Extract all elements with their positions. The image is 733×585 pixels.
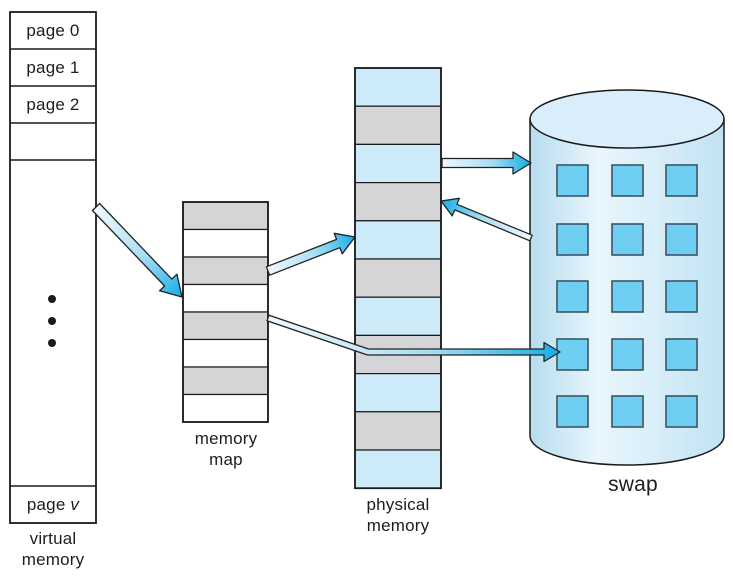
page-v-variable: v xyxy=(70,495,80,514)
physical-memory-frame xyxy=(354,67,442,490)
swap-page-square xyxy=(665,223,698,256)
memory-map-row xyxy=(182,311,269,341)
page-v-prefix: page xyxy=(26,495,71,514)
arrow-physical-to-swap xyxy=(441,151,532,175)
physical-memory-row xyxy=(354,449,442,489)
arrow-swap-to-physical xyxy=(440,197,533,242)
page-v-label: page v xyxy=(10,486,96,523)
page-0-label: page 0 xyxy=(26,21,80,40)
swap-page-square xyxy=(611,395,644,428)
memory-map-label: memory map xyxy=(194,429,258,469)
memory-map-row xyxy=(182,228,269,258)
physical-memory-row xyxy=(354,258,442,298)
swap-page-square xyxy=(611,223,644,256)
swap-page-square xyxy=(665,395,698,428)
swap-page-square xyxy=(665,280,698,313)
memory-map-row xyxy=(182,338,269,368)
memory-map-frame xyxy=(182,201,269,423)
memory-map-row xyxy=(182,201,269,231)
ellipsis-dot xyxy=(48,295,56,303)
memory-map-row xyxy=(182,283,269,313)
arrow-map-to-physical xyxy=(265,232,356,276)
swap-page-square xyxy=(556,395,589,428)
physical-memory-row xyxy=(354,143,442,184)
swap-page-square xyxy=(611,280,644,313)
swap-page-square xyxy=(556,164,589,197)
ellipsis-dot xyxy=(48,339,56,347)
memory-map-row xyxy=(182,393,269,423)
page-1-label: page 1 xyxy=(26,58,80,77)
virtual-memory-label: virtual memory xyxy=(21,529,85,569)
physical-memory-row xyxy=(354,411,442,451)
physical-memory-row xyxy=(354,67,442,107)
physical-memory-label: physical memory xyxy=(366,495,430,535)
physical-memory-row xyxy=(354,220,442,260)
swap-label: swap xyxy=(608,473,658,496)
physical-memory-row xyxy=(354,182,442,222)
virtual-memory-column xyxy=(9,11,97,524)
swap-page-square xyxy=(611,338,644,371)
ellipsis-dot xyxy=(48,317,56,325)
swap-cylinder-top xyxy=(529,89,725,149)
swap-page-square xyxy=(556,223,589,256)
swap-page-square xyxy=(611,164,644,197)
swap-page-square xyxy=(665,164,698,197)
swap-page-square xyxy=(556,280,589,313)
memory-map-row xyxy=(182,256,269,286)
physical-memory-row xyxy=(354,373,442,413)
physical-memory-row xyxy=(354,105,442,145)
physical-memory-row xyxy=(354,296,442,337)
memory-map-row xyxy=(182,366,269,396)
swap-page-square xyxy=(556,338,589,371)
swap-page-square xyxy=(665,338,698,371)
arrow-virtual-to-map xyxy=(91,202,183,298)
arrow-map-to-swap xyxy=(266,314,561,363)
page-2-label: page 2 xyxy=(26,95,80,114)
